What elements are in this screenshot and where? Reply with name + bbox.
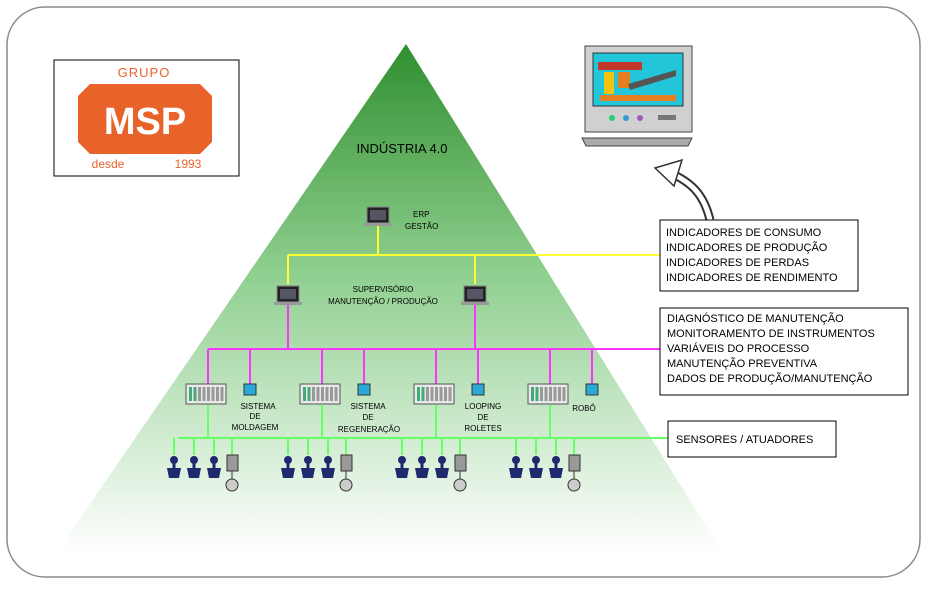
management-item: INDICADORES DE PERDAS	[666, 257, 809, 269]
logo-year-text: 1993	[175, 157, 202, 171]
cell-regeneracao-line2: DE	[362, 413, 373, 422]
valve-icon	[321, 456, 335, 478]
valve-icon	[187, 456, 201, 478]
valve-icon	[435, 456, 449, 478]
logo-since-text: desde	[92, 157, 125, 171]
cell-roletes-line1: LOOPING	[465, 402, 501, 411]
hmi-panel-icon	[243, 383, 257, 396]
operator-monitor	[581, 45, 693, 147]
maintenance-info-box: DIAGNÓSTICO DE MANUTENÇÃO MONITORAMENTO …	[659, 307, 909, 396]
cell-labels: SISTEMA DE MOLDAGEM SISTEMA DE REGENERAÇ…	[232, 402, 596, 434]
plc-rack-icon	[527, 383, 569, 405]
cell-regeneracao-line1: SISTEMA	[350, 402, 386, 411]
pyramid-shape	[57, 44, 722, 552]
maintenance-box-frame	[659, 307, 909, 396]
management-box-frame	[659, 219, 859, 292]
msp-logo: GRUPO MSP desde 1993	[53, 59, 240, 177]
plc-rack-icon	[185, 383, 227, 405]
logo-brand-text: MSP	[104, 101, 186, 143]
maintenance-network	[207, 305, 660, 384]
hmi-panel-icon	[585, 383, 599, 396]
cell-moldagem-line1: SISTEMA	[240, 402, 276, 411]
erp-label-line2: GESTÃO	[405, 222, 438, 231]
field-instruments	[167, 454, 581, 492]
supervisory-terminal-icon	[461, 285, 489, 305]
management-item: INDICADORES DE CONSUMO	[666, 227, 822, 239]
erp-label-line1: ERP	[413, 210, 429, 219]
management-info-box: INDICADORES DE CONSUMO INDICADORES DE PR…	[659, 219, 859, 292]
screen-conveyor-arm	[628, 70, 676, 90]
cell-moldagem-line2: DE	[249, 412, 260, 421]
pyramid-title: INDÚSTRIA 4.0	[356, 141, 447, 156]
cell-roletes-line2: DE	[477, 413, 488, 422]
logo-badge	[78, 84, 212, 154]
valve-icon	[395, 456, 409, 478]
field-info-box: SENSORES / ATUADORES	[667, 420, 837, 458]
valve-icon	[415, 456, 429, 478]
plc-rack-icon	[413, 383, 455, 405]
maintenance-item: MONITORAMENTO DE INSTRUMENTOS	[667, 328, 875, 340]
management-item: INDICADORES DE PRODUÇÃO	[666, 241, 828, 254]
supervisory-label-line2: MANUTENÇÃO / PRODUÇÃO	[328, 297, 438, 306]
maintenance-item: DADOS DE PRODUÇÃO/MANUTENÇÃO	[667, 372, 873, 385]
monitor-led	[623, 115, 629, 121]
plc-rack-icon	[299, 383, 341, 405]
curved-arrow-head	[653, 158, 684, 188]
valve-icon	[167, 456, 181, 478]
maintenance-item: MANUTENÇÃO PREVENTIVA	[667, 357, 818, 370]
supervisory-terminal-icon	[274, 285, 302, 305]
monitor-led	[609, 115, 615, 121]
cell-moldagem-line3: MOLDAGEM	[232, 423, 279, 432]
monitor-led	[637, 115, 643, 121]
hmi-panel-icon	[357, 383, 371, 396]
valve-icon	[529, 456, 543, 478]
erp-terminal-icon	[364, 206, 392, 226]
valve-icon	[301, 456, 315, 478]
screen-machine-part	[604, 72, 614, 94]
sensor-icon	[453, 454, 467, 492]
supervisory-label-line1: SUPERVISÓRIO	[353, 285, 414, 294]
valve-icon	[281, 456, 295, 478]
keyboard-icon	[581, 137, 693, 147]
cell-robo-line1: ROBÔ	[572, 404, 596, 413]
sensor-icon	[339, 454, 353, 492]
sensor-icon	[225, 454, 239, 492]
hmi-panel-icon	[471, 383, 485, 396]
plc-group	[185, 383, 599, 405]
field-drop-lines	[173, 438, 575, 455]
valve-icon	[207, 456, 221, 478]
valve-icon	[509, 456, 523, 478]
logo-group-text: GRUPO	[118, 65, 171, 80]
cell-roletes-line3: ROLETES	[464, 424, 501, 433]
screen-machine-part	[598, 62, 642, 70]
management-item: INDICADORES DE RENDIMENTO	[666, 272, 838, 284]
valve-icon	[549, 456, 563, 478]
monitor-slot	[658, 115, 676, 120]
cell-regeneracao-line3: REGENERAÇÃO	[338, 425, 400, 434]
screen-machine-part	[618, 72, 630, 88]
maintenance-item: VARIÁVEIS DO PROCESSO	[667, 342, 810, 355]
field-item: SENSORES / ATUADORES	[676, 434, 813, 446]
management-network	[287, 226, 660, 284]
field-box-frame	[667, 420, 837, 458]
screen-conveyor	[600, 95, 676, 101]
sensor-icon	[567, 454, 581, 492]
maintenance-item: DIAGNÓSTICO DE MANUTENÇÃO	[667, 312, 844, 325]
